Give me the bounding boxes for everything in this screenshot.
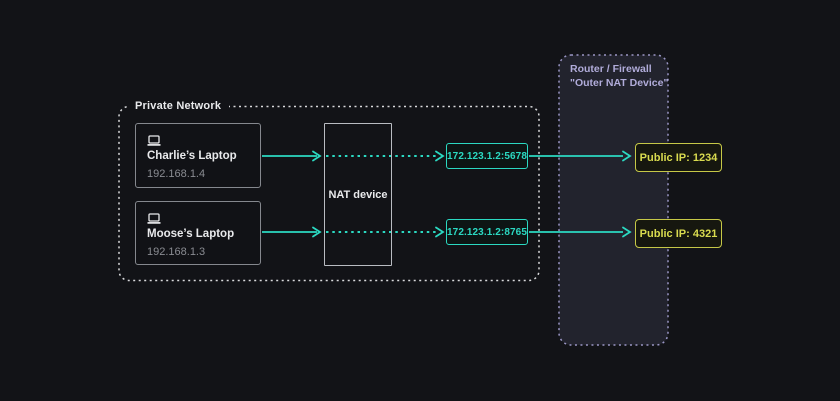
laptop-icon [147, 133, 161, 151]
device-name: Moose’s Laptop [147, 228, 235, 240]
translated-endpoint-address: 172.123.1.2:5678 [447, 150, 528, 162]
router-firewall-title: Router / Firewall "Outer NAT Device" [570, 63, 668, 90]
public-ip-label: Public IP: 1234 [639, 151, 718, 164]
device-box-moose: Moose’s Laptop 192.168.1.3 [135, 201, 261, 265]
arrowhead-endpoint-to-public-1 [622, 150, 632, 162]
public-ip-box-1: Public IP: 1234 [635, 143, 722, 172]
arrowhead-nat-translation-moose [435, 226, 445, 238]
arrowhead-nat-translation-charlie [435, 150, 445, 162]
private-network-label: Private Network [127, 99, 230, 113]
translated-endpoint-box-2: 172.123.1.2:8765 [446, 219, 528, 245]
public-ip-box-2: Public IP: 4321 [635, 219, 722, 248]
public-ip-label: Public IP: 4321 [639, 227, 718, 240]
translated-endpoint-address: 172.123.1.2:8765 [447, 226, 528, 238]
router-firewall-title-line2: "Outer NAT Device" [570, 76, 669, 89]
router-firewall-panel [558, 54, 669, 346]
arrowhead-moose-to-nat [312, 226, 322, 238]
device-private-ip: 192.168.1.4 [147, 168, 206, 180]
translated-endpoint-box-1: 172.123.1.2:5678 [446, 143, 528, 169]
device-name: Charlie’s Laptop [147, 150, 237, 162]
router-firewall-title-line1: Router / Firewall [570, 63, 652, 75]
device-box-charlie: Charlie’s Laptop 192.168.1.4 [135, 123, 261, 188]
laptop-icon [147, 211, 161, 229]
nat-device-label: NAT device [328, 188, 388, 201]
private-network-boundary [118, 105, 540, 282]
nat-device-box: NAT device [324, 123, 392, 266]
arrowhead-endpoint-to-public-2 [622, 226, 632, 238]
arrowhead-charlie-to-nat [312, 150, 322, 162]
device-private-ip: 192.168.1.3 [147, 246, 206, 258]
